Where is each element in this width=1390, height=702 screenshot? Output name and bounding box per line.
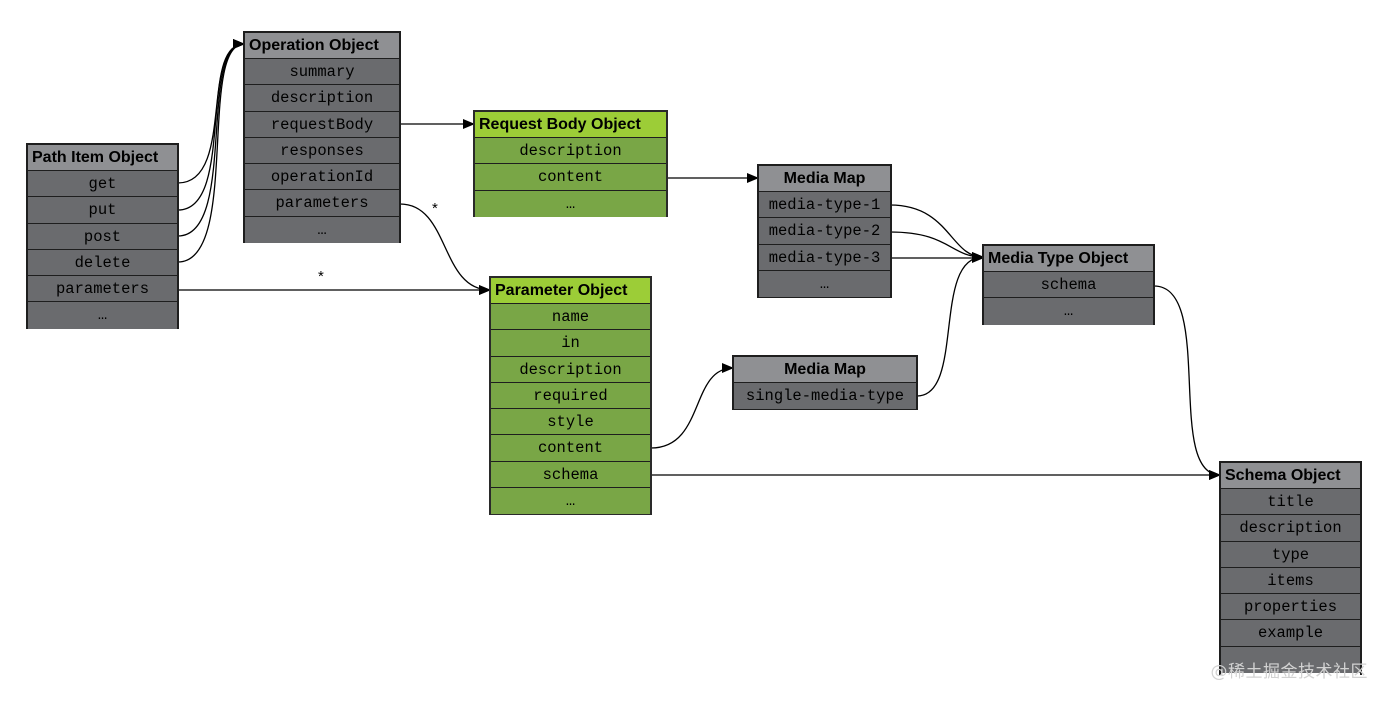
- path-item-post: post: [28, 223, 177, 250]
- schema-object: Schema Object title description type ite…: [1219, 461, 1362, 675]
- schema-row-example: example: [1221, 620, 1360, 647]
- media-map-title: Media Map: [759, 166, 890, 192]
- connector-mt1: [889, 204, 984, 262]
- parameter-title: Parameter Object: [491, 278, 650, 304]
- media-map-single-object: Media Map single-media-type: [732, 355, 918, 410]
- media-map-type-2: media-type-2: [759, 218, 890, 245]
- connector-mediatype-schema: [1153, 285, 1221, 480]
- connector-single-media: [916, 252, 984, 397]
- operation-description: description: [245, 85, 399, 112]
- connector-param-content: [650, 363, 734, 449]
- schema-row-title: title: [1221, 489, 1360, 516]
- media-type-schema: schema: [984, 272, 1153, 299]
- media-map-type-1: media-type-1: [759, 192, 890, 219]
- path-item-get: get: [28, 171, 177, 198]
- media-map-more: …: [759, 270, 890, 298]
- operation-requestbody: requestBody: [245, 111, 399, 138]
- parameter-style: style: [491, 409, 650, 436]
- media-type-more: …: [984, 298, 1153, 325]
- request-body-content: content: [475, 164, 666, 191]
- parameter-name: name: [491, 304, 650, 331]
- media-type-object: Media Type Object schema …: [982, 244, 1155, 325]
- multiplicity-star-path: *: [318, 268, 324, 285]
- parameter-in: in: [491, 330, 650, 357]
- operation-summary: summary: [245, 59, 399, 86]
- media-map-type-3: media-type-3: [759, 244, 890, 271]
- operation-parameters: parameters: [245, 190, 399, 217]
- operation-object: Operation Object summary description req…: [243, 31, 401, 244]
- schema-row-properties: properties: [1221, 594, 1360, 621]
- request-body-description: description: [475, 138, 666, 165]
- media-map-single-title: Media Map: [734, 357, 916, 383]
- connector-operation-parameters: [399, 203, 491, 295]
- parameter-schema: schema: [491, 461, 650, 489]
- multiplicity-star-operation: *: [432, 200, 438, 217]
- path-item-title: Path Item Object: [28, 145, 177, 171]
- media-map-object: Media Map media-type-1 media-type-2 medi…: [757, 164, 892, 298]
- schema-row-type: type: [1221, 541, 1360, 568]
- operation-more: …: [245, 216, 399, 244]
- operation-responses: responses: [245, 137, 399, 165]
- path-item-parameters: parameters: [28, 276, 177, 303]
- schema-row-cut: [1221, 646, 1360, 674]
- operation-operationid: operationId: [245, 164, 399, 191]
- schema-title: Schema Object: [1221, 463, 1360, 489]
- operation-title: Operation Object: [245, 33, 399, 59]
- parameter-more: …: [491, 488, 650, 515]
- request-body-more: …: [475, 190, 666, 217]
- request-body-object: Request Body Object description content …: [473, 110, 668, 217]
- path-item-delete: delete: [28, 249, 177, 277]
- media-map-single-type: single-media-type: [734, 383, 916, 410]
- connector-delete-operation: [177, 39, 245, 263]
- connector-post-operation: [177, 39, 245, 237]
- parameter-object: Parameter Object name in description req…: [489, 276, 652, 515]
- parameter-required: required: [491, 382, 650, 410]
- schema-row-items: items: [1221, 567, 1360, 595]
- path-item-object: Path Item Object get put post delete par…: [26, 143, 179, 329]
- parameter-description: description: [491, 356, 650, 383]
- schema-row-description: description: [1221, 515, 1360, 542]
- watermark-text: @稀土掘金技术社区: [1210, 662, 1368, 682]
- request-body-title: Request Body Object: [475, 112, 666, 138]
- path-item-more: …: [28, 302, 177, 329]
- parameter-content: content: [491, 435, 650, 462]
- media-type-title: Media Type Object: [984, 246, 1153, 272]
- path-item-put: put: [28, 197, 177, 224]
